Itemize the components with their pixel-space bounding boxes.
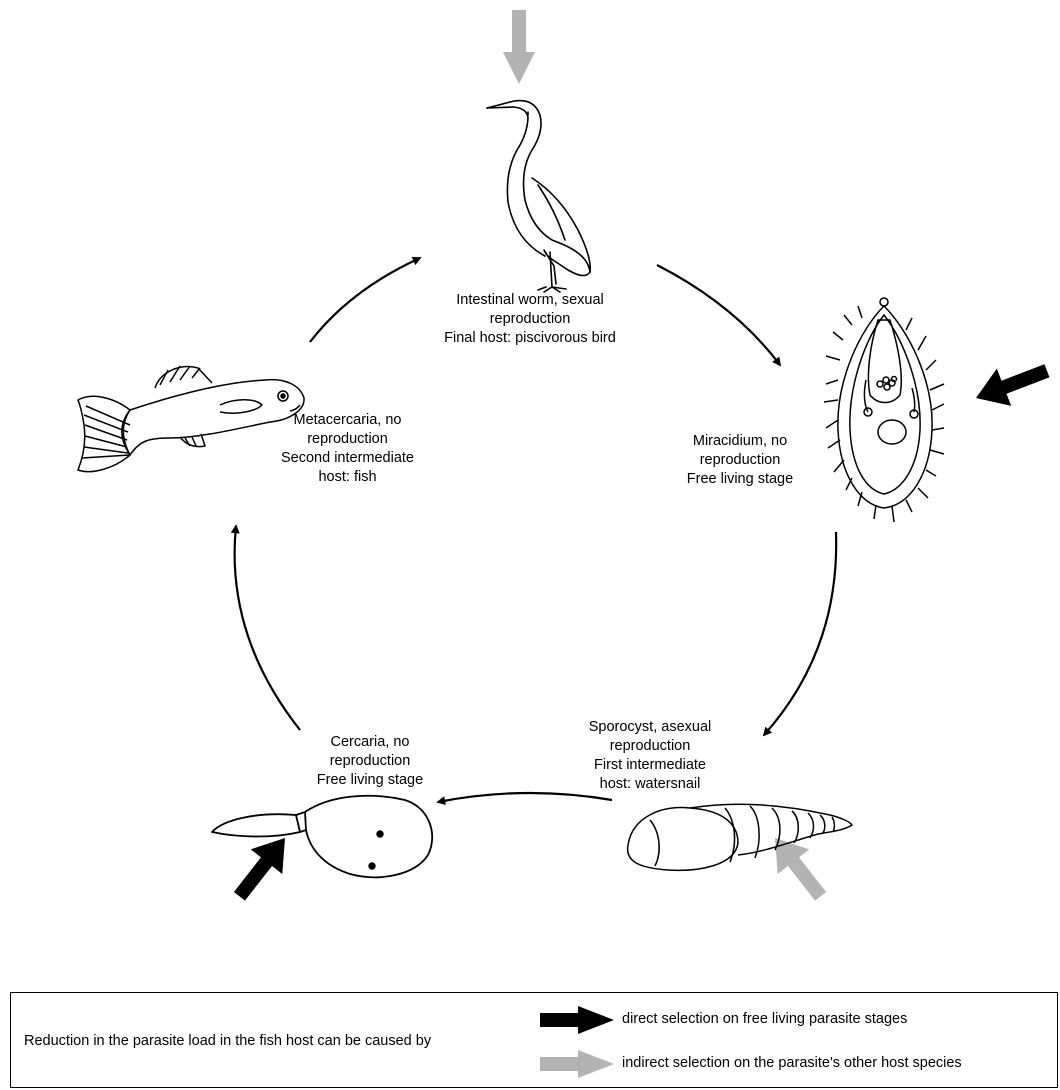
label-line: host: watersnail bbox=[570, 775, 730, 794]
label-line: reproduction bbox=[255, 430, 440, 449]
label-line: reproduction bbox=[290, 752, 450, 771]
label-line: Intestinal worm, sexual bbox=[410, 291, 650, 310]
cycle-arrow-sporocyst-to-cercaria bbox=[438, 793, 612, 802]
cycle-arrow-miracidium-to-sporocyst bbox=[764, 532, 836, 735]
watersnail-illustration bbox=[628, 804, 852, 870]
label-metacercaria-stage: Metacercaria, no reproduction Second int… bbox=[255, 411, 440, 487]
label-line: Miracidium, no bbox=[660, 432, 820, 451]
label-line: Metacercaria, no bbox=[255, 411, 440, 430]
heron-illustration bbox=[487, 101, 590, 292]
label-sporocyst-stage: Sporocyst, asexual reproduction First in… bbox=[570, 718, 730, 794]
label-line: host: fish bbox=[255, 468, 440, 487]
label-line: Free living stage bbox=[290, 771, 450, 790]
label-cercaria-stage: Cercaria, no reproduction Free living st… bbox=[290, 733, 450, 790]
label-bird-stage: Intestinal worm, sexual reproduction Fin… bbox=[410, 291, 650, 348]
label-miracidium-stage: Miracidium, no reproduction Free living … bbox=[660, 432, 820, 489]
label-line: Free living stage bbox=[660, 470, 820, 489]
miracidium-illustration bbox=[824, 298, 944, 522]
label-line: reproduction bbox=[570, 737, 730, 756]
label-line: Cercaria, no bbox=[290, 733, 450, 752]
legend-indirect-label: indirect selection on the parasite's oth… bbox=[622, 1055, 962, 1071]
label-line: Final host: piscivorous bird bbox=[410, 329, 650, 348]
direct-selection-arrow-miracidium bbox=[969, 352, 1054, 417]
label-line: Sporocyst, asexual bbox=[570, 718, 730, 737]
label-line: First intermediate bbox=[570, 756, 730, 775]
legend-direct-label: direct selection on free living parasite… bbox=[622, 1011, 907, 1027]
cycle-arrow-fish-to-bird bbox=[310, 258, 420, 342]
cycle-arrow-cercaria-to-fish bbox=[235, 526, 300, 730]
label-line: Second intermediate bbox=[255, 449, 440, 468]
label-line: reproduction bbox=[410, 310, 650, 329]
indirect-selection-arrow-watersnail bbox=[759, 826, 836, 909]
direct-selection-arrow-cercaria bbox=[224, 826, 301, 909]
cycle-arrow-bird-to-miracidium bbox=[657, 265, 780, 365]
indirect-selection-arrow-bird bbox=[503, 10, 535, 84]
legend-intro: Reduction in the parasite load in the fi… bbox=[24, 1033, 431, 1049]
cercaria-illustration bbox=[212, 796, 432, 877]
label-line: reproduction bbox=[660, 451, 820, 470]
